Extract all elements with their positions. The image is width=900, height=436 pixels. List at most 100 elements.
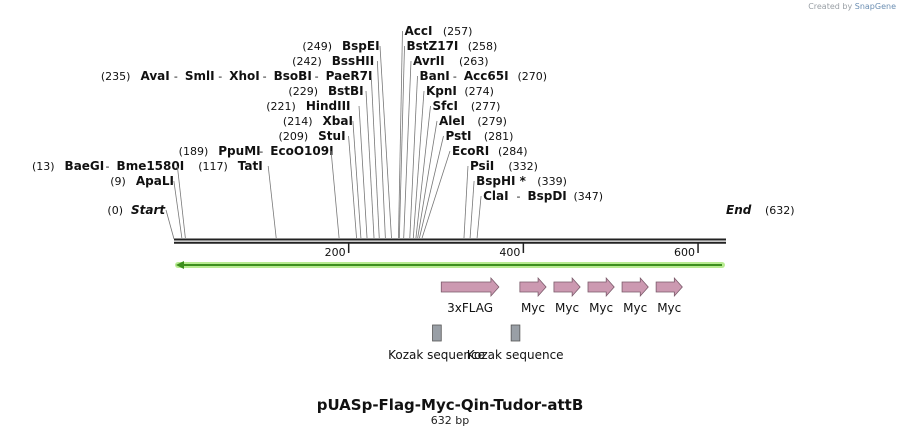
feature-shape — [510, 324, 521, 342]
end-label: End — [726, 203, 752, 217]
feature-label: Myc — [555, 301, 579, 315]
enzyme-site: (9) ApaLI — [110, 174, 183, 239]
enzyme-name: HindIII — [306, 99, 351, 113]
plasmid-length: 632 bp — [430, 414, 470, 427]
ruler-label: 200 — [325, 246, 346, 259]
enzyme-site: EcoRI (284) — [421, 144, 528, 239]
feature-arrow: Myc — [519, 276, 547, 315]
enzyme-position: (279) — [477, 115, 507, 128]
enzyme-site: BspHI *(339) — [469, 174, 567, 239]
feature-shape — [621, 276, 649, 298]
enzyme-position: (249) — [302, 40, 332, 53]
enzyme-site: AvrII(263) — [403, 54, 489, 239]
enzyme-site: (229) BstBI — [288, 84, 375, 239]
feature-shape — [587, 276, 615, 298]
enzyme-position: (209) — [279, 130, 309, 143]
enzyme-leader — [476, 195, 482, 239]
start-leader — [165, 209, 175, 240]
feature-label: Kozak sequence — [467, 348, 564, 362]
enzyme-leader — [421, 150, 451, 239]
name-separator: - — [259, 145, 263, 158]
enzyme-leader — [379, 45, 392, 239]
enzyme-site: ClaI-BspDI(347) — [476, 189, 603, 239]
enzyme-leader — [463, 165, 469, 239]
enzyme-position: (258) — [468, 40, 498, 53]
enzyme-name: BaeGI — [65, 159, 105, 173]
enzyme-leader — [412, 90, 425, 239]
start-label: Start — [131, 203, 166, 217]
enzyme-leader — [330, 150, 340, 239]
enzyme-name: BspEI — [342, 39, 380, 53]
enzyme-name: BanI — [420, 69, 450, 83]
enzyme-name: BspHI * — [476, 174, 527, 188]
feature-label: Kozak sequence — [388, 348, 485, 362]
enzyme-position: (274) — [464, 85, 494, 98]
enzyme-position: (332) — [508, 160, 538, 173]
enzyme-name: BspDI — [527, 189, 566, 203]
enzyme-name: BsoBI — [274, 69, 312, 83]
enzyme-site: (117)TatI — [198, 159, 277, 239]
enzyme-leader — [415, 105, 431, 239]
enzyme-name: SmlI — [185, 69, 215, 83]
enzyme-site: BanI-Acc65I(270) — [409, 69, 548, 239]
enzyme-name: EcoRI — [452, 144, 489, 158]
enzyme-name: AvaI — [140, 69, 169, 83]
enzyme-name: TatI — [238, 159, 263, 173]
enzyme-name: BstBI — [328, 84, 364, 98]
feature-shape — [553, 276, 581, 298]
feature-arrow: Myc — [655, 276, 683, 315]
enzyme-site: (221)HindIII — [266, 99, 368, 239]
enzyme-site: (249) BspEI — [302, 39, 392, 239]
enzyme-name: PsiI — [470, 159, 494, 173]
enzyme-leader — [376, 60, 386, 239]
enzyme-leader — [267, 165, 277, 239]
enzyme-leader — [403, 60, 412, 239]
feature-label: Myc — [589, 301, 613, 315]
enzyme-position: (281) — [484, 130, 514, 143]
feature-arrow: Myc — [587, 276, 615, 315]
enzyme-name: XhoI — [229, 69, 260, 83]
enzyme-position: (229) — [288, 85, 318, 98]
enzyme-position: (284) — [498, 145, 528, 158]
enzyme-name: PaeR7I — [326, 69, 373, 83]
enzyme-site: (209)StuI — [279, 129, 357, 239]
enzyme-site: PsiI (332) — [463, 159, 538, 239]
enzyme-leader — [398, 30, 403, 239]
enzyme-name: BssHII — [332, 54, 374, 68]
enzyme-name: ApaLI — [136, 174, 174, 188]
snapgene-credit: Created by SnapGene — [808, 2, 896, 11]
enzyme-name: PpuMI — [218, 144, 260, 158]
enzyme-leader — [417, 120, 438, 239]
enzyme-position: (9) — [110, 175, 126, 188]
enzyme-name: Bme1580I — [117, 159, 185, 173]
ruler-label: 400 — [499, 246, 520, 259]
name-separator: - — [106, 160, 110, 173]
enzyme-position: (270) — [518, 70, 548, 83]
feature-arrow: Myc — [621, 276, 649, 315]
enzyme-site: (214)XbaI — [283, 114, 362, 239]
feature-label: 3xFLAG — [447, 301, 493, 315]
enzyme-leader — [409, 75, 418, 239]
feature-label: Myc — [521, 301, 545, 315]
enzyme-position: (189) — [179, 145, 209, 158]
enzyme-leader — [176, 165, 186, 239]
enzyme-site: (189)PpuMI-EcoO109I — [179, 144, 340, 239]
name-separator: - — [218, 70, 222, 83]
enzyme-position: (347) — [573, 190, 603, 203]
name-separator: - — [516, 190, 520, 203]
enzyme-site: (242)BssHII — [292, 54, 386, 239]
name-separator: - — [453, 70, 457, 83]
enzyme-name: AleI — [439, 114, 465, 128]
enzyme-name: XbaI — [323, 114, 353, 128]
enzyme-site: AccI(257) — [398, 24, 472, 239]
name-separator: - — [315, 70, 319, 83]
enzyme-name: AccI — [404, 24, 432, 38]
enzyme-leader — [370, 75, 380, 239]
feature-shape — [655, 276, 683, 298]
enzyme-leader — [358, 105, 368, 239]
plasmid-name: pUASp-Flag-Myc-Qin-Tudor-attB — [316, 396, 584, 414]
enzyme-site: (13)BaeGI-Bme1580I — [32, 159, 186, 239]
snapgene-logo: SnapGene — [854, 2, 896, 11]
feature-box: Kozak sequence — [467, 324, 564, 362]
